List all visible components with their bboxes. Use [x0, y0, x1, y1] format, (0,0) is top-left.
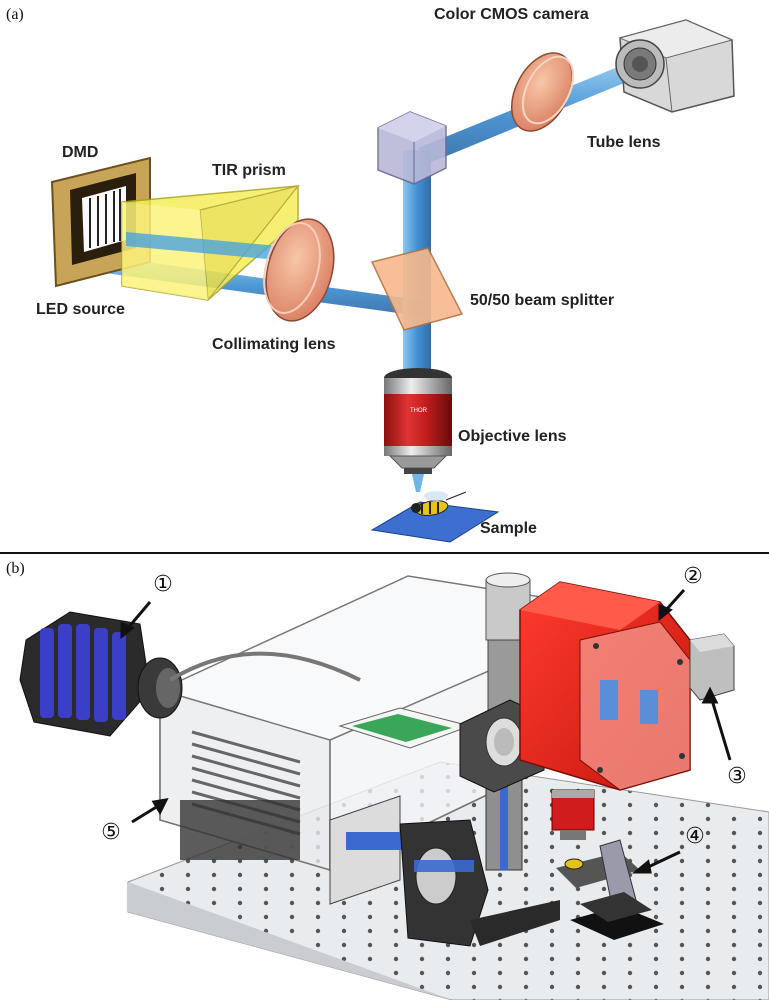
fold-mirror [377, 111, 447, 185]
beam-splitter [370, 247, 464, 331]
callout-arrows [120, 588, 732, 874]
tube-lens [510, 52, 575, 132]
callout-5: ⑤ [101, 820, 121, 845]
panel-b-tag: (b) [6, 560, 25, 577]
label-tube-lens: Tube lens [587, 134, 661, 151]
objective-lens: THOR [384, 368, 452, 474]
collimating-lens [263, 218, 335, 322]
led-module [19, 611, 361, 737]
callout-1: ① [153, 572, 173, 597]
relay-optics [329, 795, 560, 947]
panel-divider [0, 552, 769, 554]
cmos-camera [615, 19, 735, 113]
svg-text:THOR: THOR [410, 408, 428, 414]
label-led-source: LED source [36, 301, 125, 318]
sample-slide [370, 491, 500, 543]
label-beam-splitter: 50/50 beam splitter [470, 292, 615, 309]
label-camera: Color CMOS camera [434, 6, 589, 23]
red-scan-head [519, 581, 691, 791]
callout-2: ② [683, 564, 703, 589]
optical-schematic: THOR [50, 19, 735, 543]
label-dmd: DMD [62, 144, 99, 161]
objective-b [551, 789, 595, 840]
callout-4: ④ [685, 824, 705, 849]
label-sample: Sample [480, 520, 537, 537]
panel-a-tag: (a) [6, 6, 24, 23]
callout-3: ③ [727, 764, 747, 789]
label-objective-lens: Objective lens [458, 428, 567, 445]
label-tir-prism: TIR prism [212, 162, 286, 179]
label-collimating-lens: Collimating lens [212, 336, 336, 353]
camera-b [689, 633, 735, 701]
sample-stage [556, 839, 664, 940]
